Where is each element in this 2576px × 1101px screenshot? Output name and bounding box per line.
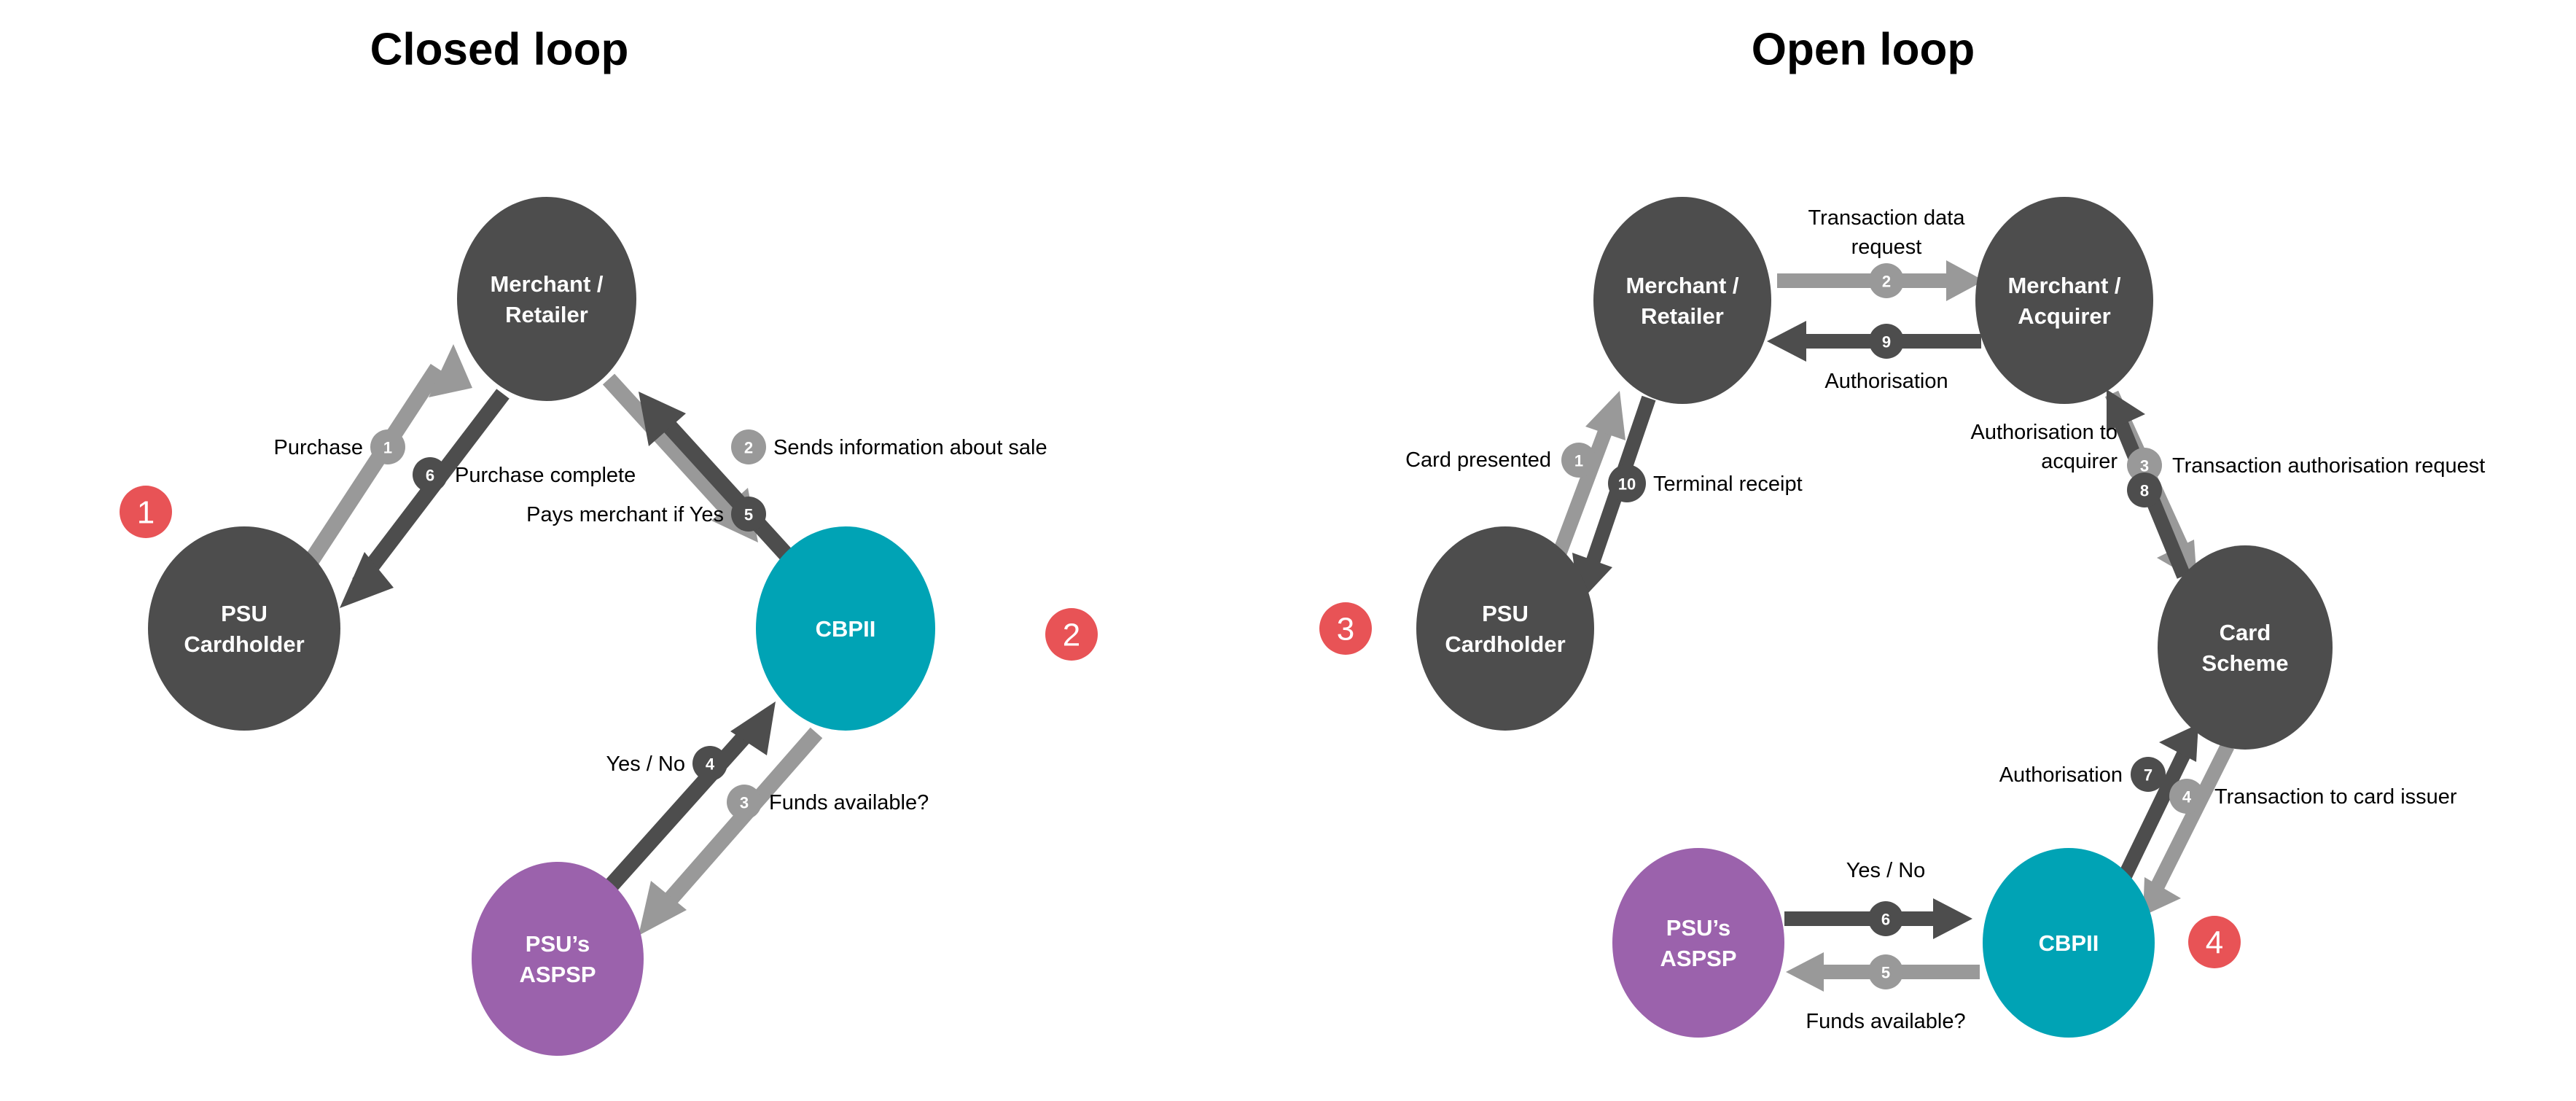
step-badge-open-6: 6 [1868, 901, 1903, 936]
marker-closed-2[interactable]: 2 [1045, 608, 1098, 661]
node-closed-psus-aspsp[interactable]: PSU’s ASPSP [472, 862, 644, 1056]
edge-closed-4 [591, 701, 776, 906]
node-open-merchant-retailer[interactable]: Merchant / Retailer [1593, 197, 1771, 404]
edge-label-authorisation-acquirer-to-retailer: Authorisation [1824, 370, 1948, 393]
step-badge-open-7: 7 [2131, 757, 2166, 792]
node-label-line-2: Cardholder [1445, 631, 1565, 657]
step-badge-number: 4 [706, 755, 715, 774]
node-label-line-2: Retailer [505, 302, 588, 327]
step-badge-number: 2 [744, 439, 753, 457]
step-badge-number: 4 [2182, 788, 2192, 806]
step-badge-number: 8 [2140, 482, 2149, 500]
step-badge-closed-5: 5 [731, 497, 766, 532]
panel-open-loop: Open loop [1319, 24, 2485, 1038]
edge-open-7 [2114, 724, 2198, 887]
step-badge-number: 7 [2144, 766, 2152, 785]
node-label-line-1: PSU [1482, 601, 1529, 626]
edge-label-purchase-complete: Purchase complete [455, 464, 636, 487]
edge-closed-1 [292, 344, 472, 585]
edge-label-funds-available: Funds available? [769, 791, 929, 814]
step-badge-closed-4: 4 [692, 746, 727, 781]
step-badge-number: 9 [1882, 333, 1891, 351]
step-badge-closed-1: 1 [370, 429, 405, 464]
step-badge-open-1: 1 [1561, 443, 1596, 478]
node-label-line-1: PSU [221, 601, 268, 626]
node-label-line-2: Scheme [2202, 650, 2289, 676]
step-badge-open-2: 2 [1869, 263, 1904, 298]
step-badge-open-9: 9 [1869, 324, 1904, 359]
edge-label-transaction-authorisation-request: Transaction authorisation request [2172, 454, 2485, 478]
node-label-line-2: ASPSP [1660, 946, 1736, 971]
node-open-card-scheme[interactable]: Card Scheme [2158, 545, 2333, 750]
step-badge-closed-3: 3 [727, 785, 762, 820]
node-label-line-1: Merchant / [490, 271, 603, 297]
panel-title-open-loop: Open loop [1752, 24, 1975, 74]
node-open-psu-cardholder[interactable]: PSU Cardholder [1416, 526, 1594, 731]
step-badge-open-4: 4 [2169, 779, 2204, 814]
node-closed-psu-cardholder[interactable]: PSU Cardholder [148, 526, 340, 731]
step-badge-number: 5 [1881, 964, 1890, 982]
node-closed-merchant-retailer[interactable]: Merchant / Retailer [457, 197, 636, 401]
step-badge-open-10: 10 [1608, 464, 1646, 502]
marker-number: 3 [1337, 612, 1354, 647]
edge-label-yes-no: Yes / No [1846, 859, 1926, 882]
edge-label-transaction-to-card-issuer: Transaction to card issuer [2214, 785, 2457, 809]
step-badge-open-3: 3 [2127, 448, 2162, 483]
edge-open-6 [1784, 898, 1972, 939]
edge-label-transaction-data-request-line-1: Transaction data [1808, 206, 1966, 230]
node-label-line-1: PSU’s [1666, 915, 1730, 941]
step-badge-number: 10 [1618, 475, 1636, 494]
step-badge-number: 5 [744, 506, 753, 524]
edge-label-authorisation-to-acquirer-line-2: acquirer [2041, 450, 2118, 473]
node-label-line-2: ASPSP [519, 962, 596, 987]
node-label-line-1: Card [2220, 620, 2271, 645]
edge-closed-5 [639, 392, 792, 560]
node-label-line-1: Merchant / [1625, 273, 1738, 298]
edge-label-authorisation-to-acquirer-line-1: Authorisation to [1970, 421, 2118, 444]
step-badge-number: 1 [383, 439, 392, 457]
node-open-psus-aspsp[interactable]: PSU’s ASPSP [1612, 848, 1784, 1038]
marker-number: 4 [2206, 925, 2223, 961]
step-badge-number: 3 [740, 794, 749, 812]
edge-label-card-presented: Card presented [1405, 448, 1551, 472]
node-label-line-2: Retailer [1641, 303, 1724, 329]
edge-label-purchase: Purchase [273, 436, 363, 459]
step-badge-number: 2 [1882, 273, 1891, 291]
marker-open-4[interactable]: 4 [2188, 916, 2241, 968]
step-badge-closed-2: 2 [731, 429, 766, 464]
marker-open-3[interactable]: 3 [1319, 602, 1372, 655]
edge-open-2 [1777, 260, 1984, 301]
marker-number: 2 [1063, 618, 1080, 653]
step-badge-open-5: 5 [1868, 954, 1903, 989]
panel-closed-loop: Closed loop [120, 24, 1098, 1056]
step-badge-closed-6: 6 [413, 457, 448, 492]
edge-open-4 [2143, 742, 2234, 916]
node-label-line-1: CBPII [816, 616, 876, 642]
node-open-merchant-acquirer[interactable]: Merchant / Acquirer [1975, 197, 2153, 404]
node-label-line-1: CBPII [2039, 930, 2099, 956]
node-label-line-1: Merchant / [2007, 273, 2120, 298]
node-label-line-1: PSU’s [526, 931, 590, 957]
marker-closed-1[interactable]: 1 [120, 486, 172, 538]
step-badge-open-8: 8 [2127, 472, 2162, 507]
step-badge-number: 6 [426, 467, 434, 485]
edge-label-pays-merchant-if-yes: Pays merchant if Yes [526, 503, 724, 526]
edge-label-sends-information-about-sale: Sends information about sale [773, 436, 1047, 459]
edge-label-yes-no: Yes / No [606, 752, 685, 776]
step-badge-number: 6 [1881, 911, 1890, 929]
panel-title-closed-loop: Closed loop [370, 24, 629, 74]
edge-label-transaction-data-request-line-2: request [1851, 236, 1922, 259]
node-label-line-2: Acquirer [2018, 303, 2110, 329]
edge-label-terminal-receipt: Terminal receipt [1653, 472, 1803, 496]
node-closed-cbpii[interactable]: CBPII [756, 526, 935, 731]
step-badge-number: 1 [1574, 452, 1583, 470]
step-badge-number: 3 [2140, 457, 2149, 475]
edge-label-authorisation-cbpii-to-scheme: Authorisation [1999, 763, 2123, 787]
marker-number: 1 [137, 495, 155, 531]
node-label-line-2: Cardholder [184, 631, 304, 657]
edge-closed-3 [639, 727, 823, 935]
node-open-cbpii[interactable]: CBPII [1983, 848, 2155, 1038]
edge-label-funds-available: Funds available? [1806, 1010, 1965, 1033]
